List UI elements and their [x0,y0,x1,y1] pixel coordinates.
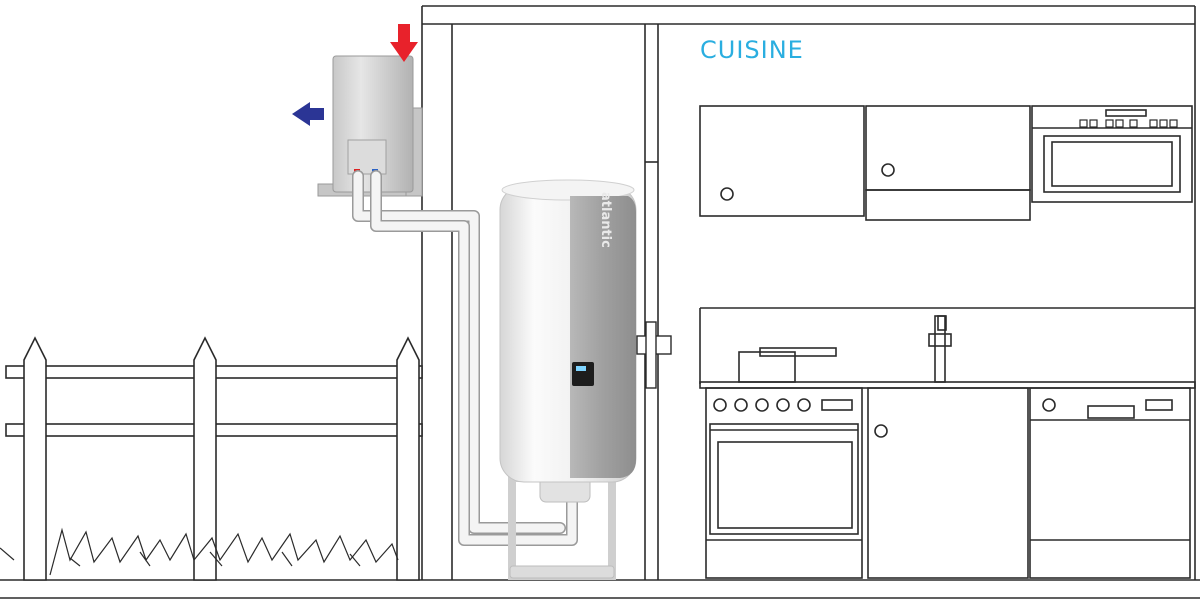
pipes [352,170,578,546]
brand-label: atlantic [598,192,613,248]
grass [0,527,399,576]
left-arrow-icon [292,102,324,126]
upper-cabinet-left [699,105,865,217]
control-display [572,362,594,386]
faucet [928,315,952,383]
garden-fence [5,336,423,581]
dishwasher [1029,387,1191,579]
microwave [1031,105,1193,203]
kitchen [699,105,1196,579]
oven [705,387,863,579]
door-handle [636,321,672,389]
upper-cabinet-middle [865,105,1031,191]
water-heater-tank: atlantic [499,179,637,580]
down-arrow-icon [390,24,418,62]
pot [738,351,796,383]
lower-cabinet [867,387,1029,579]
room-label: CUISINE [700,36,804,64]
outdoor-unit [317,55,423,197]
